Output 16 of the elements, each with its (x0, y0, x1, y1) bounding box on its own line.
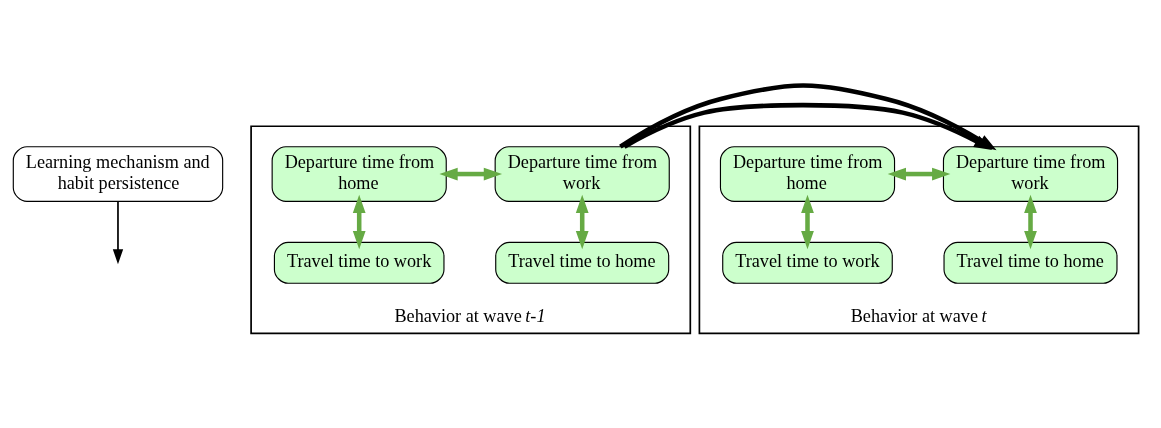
arrow (801, 194, 814, 250)
node-box: Departure time from work (942, 146, 1119, 202)
node-box: Travel time to work (722, 241, 893, 284)
node-box: Travel time to home (943, 241, 1118, 284)
node-box: Learning mechanism and habit persistence (12, 146, 224, 202)
arrow (112, 200, 124, 265)
arrow (1024, 194, 1037, 250)
arrow (887, 167, 951, 181)
node-box: Departure time from work (494, 146, 670, 202)
arrow (352, 194, 366, 250)
arrow (575, 194, 589, 250)
node-box: Travel time to home (495, 241, 670, 284)
node-box: Departure time from home (719, 146, 896, 202)
node-box: Departure time from home (271, 146, 447, 202)
node-box: Travel time to work (273, 241, 445, 284)
arrow (439, 167, 503, 181)
